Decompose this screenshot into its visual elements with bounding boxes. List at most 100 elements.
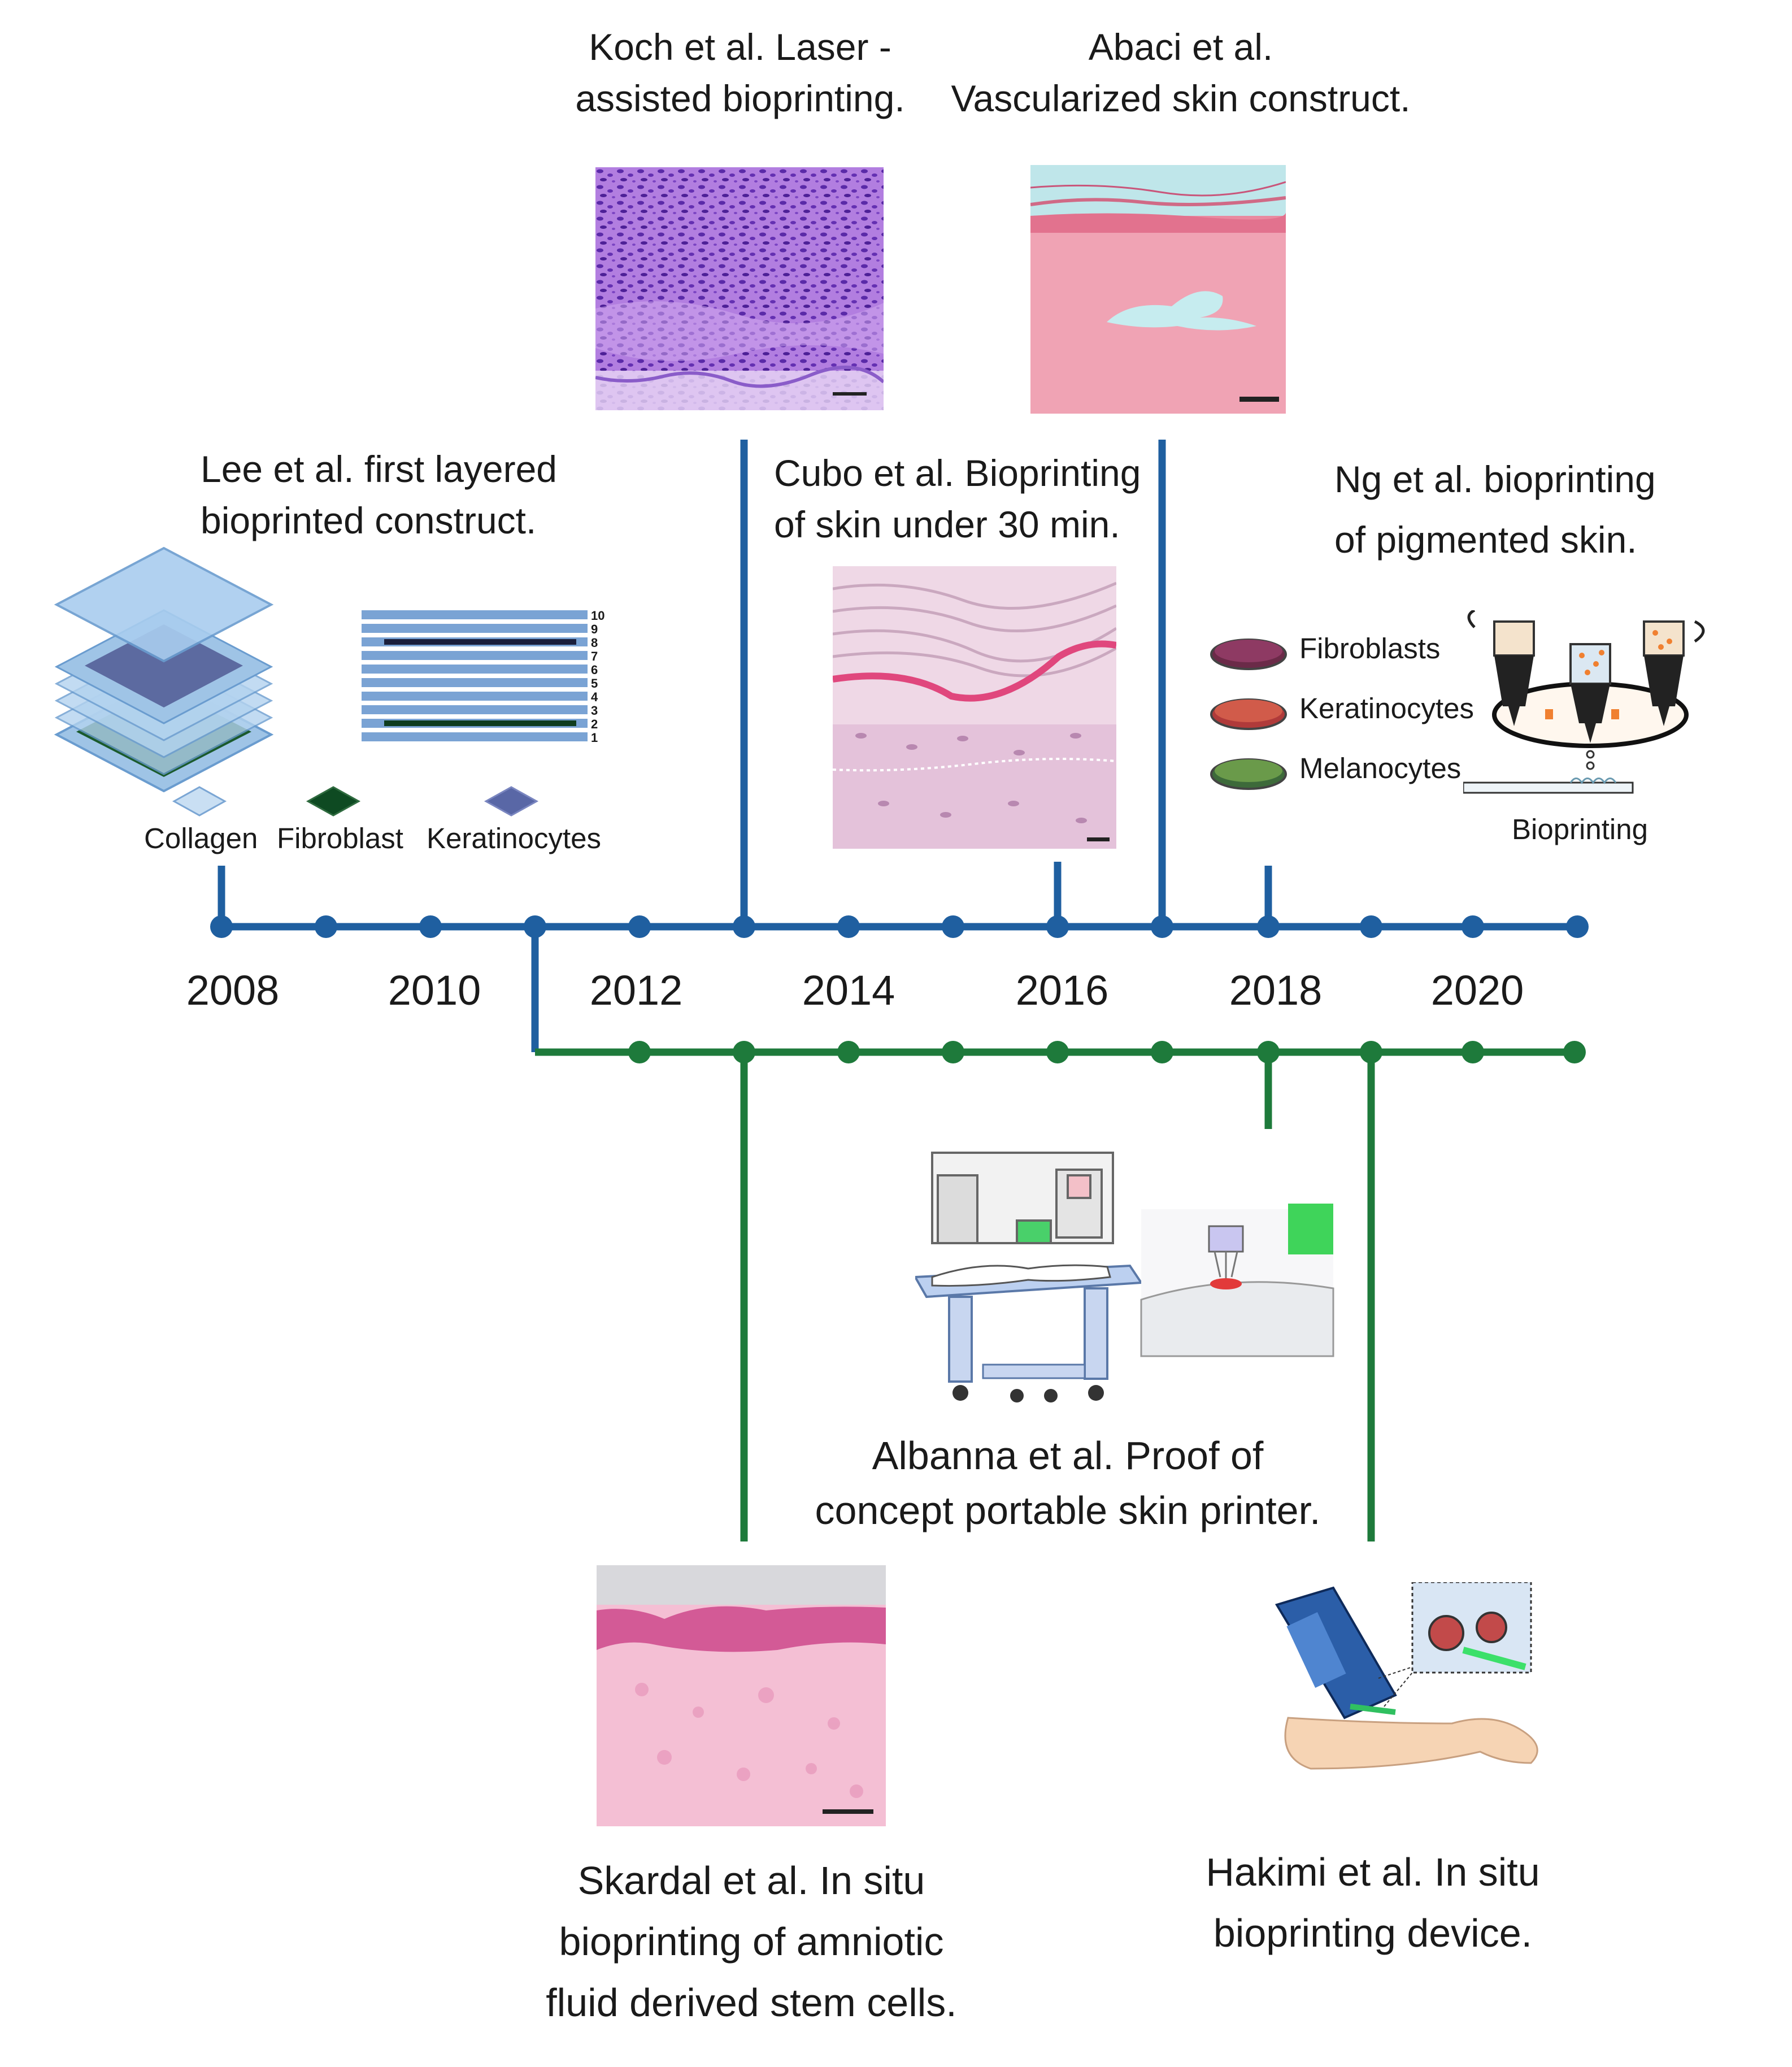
event-line: Koch et al. Laser - <box>589 26 891 68</box>
print-zone-detail <box>1140 1204 1334 1357</box>
event-line: concept portable skin printer. <box>815 1488 1321 1532</box>
albanna-portable-printer-illustration <box>915 1152 1334 1402</box>
skardal-histology-image <box>597 1565 886 1826</box>
event-label-lee: Lee et al. first layered bioprinted cons… <box>201 444 557 546</box>
blue-dot <box>628 915 651 938</box>
event-label-albanna: Albanna et al. Proof of concept portable… <box>780 1428 1356 1538</box>
layer-number: 2 <box>591 717 598 731</box>
melanocytes-dish-icon <box>1210 758 1287 790</box>
green-dot <box>1257 1041 1280 1063</box>
green-dot <box>1462 1041 1484 1063</box>
event-line: Hakimi et al. In situ <box>1206 1850 1540 1894</box>
legend-fibroblast-label: Fibroblast <box>277 822 403 854</box>
layer-stack <box>54 546 274 793</box>
abaci-histology-image <box>1030 165 1286 414</box>
blue-dot <box>524 915 546 938</box>
layer-number: 5 <box>591 676 598 691</box>
green-dot <box>1046 1041 1069 1063</box>
blue-timeline <box>218 440 1577 1052</box>
event-label-koch: Koch et al. Laser - assisted bioprinting… <box>565 21 915 124</box>
green-dot <box>733 1041 755 1063</box>
event-line: Ng et al. bioprinting <box>1334 458 1656 500</box>
event-line: Albanna et al. Proof of <box>872 1434 1264 1478</box>
green-dot <box>837 1041 860 1063</box>
year-label-2008: 2008 <box>186 967 280 1014</box>
blue-dot <box>1566 915 1589 938</box>
event-label-cubo: Cubo et al. Bioprinting of skin under 30… <box>774 448 1141 550</box>
legend-collagen-label: Collagen <box>144 822 258 854</box>
keratinocytes-swatch-icon <box>484 786 539 817</box>
event-line: Vascularized skin construct. <box>951 77 1411 120</box>
blue-dot <box>210 915 233 938</box>
collagen-swatch-icon <box>172 786 227 817</box>
event-label-hakimi: Hakimi et al. In situ bioprinting device… <box>1158 1842 1587 1964</box>
year-label-2016: 2016 <box>1015 967 1109 1014</box>
green-dot <box>1151 1041 1173 1063</box>
green-year-dots <box>628 1041 1586 1063</box>
year-label-2012: 2012 <box>589 967 683 1014</box>
blue-dot <box>419 915 442 938</box>
ng-legend-bioprinting: Bioprinting <box>1512 813 1648 845</box>
event-label-skardal: Skardal et al. In situ bioprinting of am… <box>508 1851 994 2033</box>
layer-number: 9 <box>591 622 598 636</box>
layer-number: 10 <box>591 609 605 623</box>
event-label-ng: Ng et al. bioprinting of pigmented skin. <box>1334 449 1656 570</box>
lee-layer-bars-illustration <box>362 610 588 741</box>
koch-histology-image <box>595 167 884 410</box>
legend-keratinocytes-label: Keratinocytes <box>427 822 601 854</box>
blue-year-dots <box>210 915 1589 938</box>
year-label-2020: 2020 <box>1430 967 1524 1014</box>
hakimi-handheld-device-illustration <box>1275 1582 1538 1770</box>
blue-dot <box>1257 915 1280 938</box>
event-line: bioprinted construct. <box>201 500 537 542</box>
event-line: Abaci et al. <box>1088 26 1273 68</box>
year-label-2018: 2018 <box>1229 967 1323 1014</box>
layer-number: 8 <box>591 636 598 650</box>
event-line: of pigmented skin. <box>1334 518 1637 561</box>
ng-legend-keratinocytes: Keratinocytes <box>1299 692 1474 724</box>
green-dot <box>1563 1041 1586 1063</box>
layer-number: 4 <box>591 690 598 704</box>
blue-dot <box>1151 915 1173 938</box>
layer-number: 7 <box>591 649 598 663</box>
layer-number: 3 <box>591 704 598 718</box>
green-dot <box>1360 1041 1382 1063</box>
event-line: Cubo et al. Bioprinting <box>774 452 1141 494</box>
layer-number: 1 <box>591 731 598 745</box>
fibroblast-swatch-icon <box>306 786 361 817</box>
blue-dot <box>1360 915 1382 938</box>
event-line: of skin under 30 min. <box>774 503 1120 546</box>
ng-bioprinter-illustration <box>1463 610 1705 794</box>
printer-gantry <box>931 1152 1114 1244</box>
keratinocytes-dish-icon <box>1210 698 1287 730</box>
event-line: fluid derived stem cells. <box>546 1980 957 2025</box>
ng-legend-melanocytes: Melanocytes <box>1299 752 1462 784</box>
lee-layer-stack-illustration <box>54 546 274 793</box>
event-line: Skardal et al. In situ <box>577 1858 925 1903</box>
year-label-2014: 2014 <box>802 967 895 1014</box>
fibroblasts-dish-icon <box>1210 639 1287 670</box>
green-dot <box>628 1041 651 1063</box>
device-body <box>1275 1586 1397 1719</box>
blue-dot <box>942 915 964 938</box>
patient-bed <box>915 1264 1143 1402</box>
blue-dot <box>1462 915 1484 938</box>
print-heads <box>1493 620 1685 743</box>
blue-dot <box>315 915 337 938</box>
blue-dot <box>1046 915 1069 938</box>
event-line: Lee et al. first layered <box>201 448 557 490</box>
event-label-abaci: Abaci et al. Vascularized skin construct… <box>938 21 1424 124</box>
ng-legend-fibroblasts: Fibroblasts <box>1299 632 1441 665</box>
layer-number-column: 10 9 8 7 6 5 4 3 2 1 <box>591 609 608 745</box>
layer-number: 6 <box>591 663 598 677</box>
year-label-2010: 2010 <box>388 967 481 1014</box>
green-dot <box>942 1041 964 1063</box>
blue-dot <box>733 915 755 938</box>
event-line: bioprinting device. <box>1213 1910 1533 1955</box>
event-line: assisted bioprinting. <box>575 77 905 120</box>
event-line: bioprinting of amniotic <box>559 1919 944 1964</box>
cubo-histology-image <box>833 566 1116 849</box>
blue-dot <box>837 915 860 938</box>
